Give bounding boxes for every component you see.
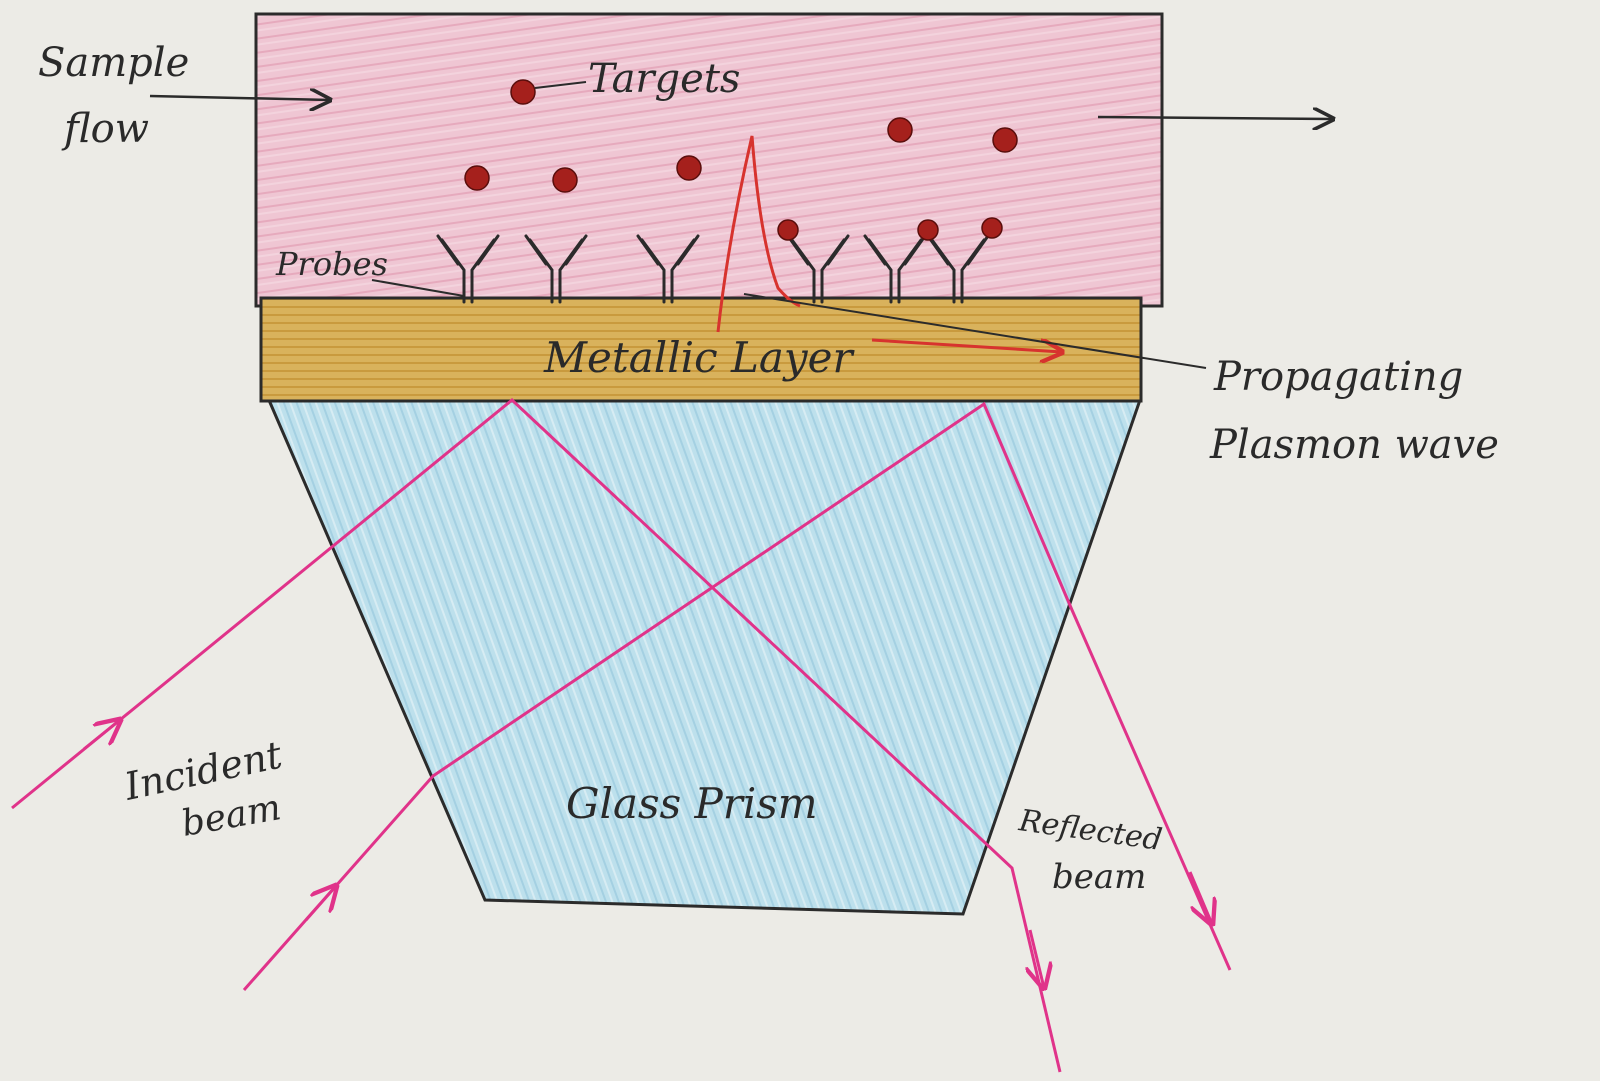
reflected-beam-upper-arrow bbox=[1030, 929, 1044, 988]
target bbox=[510, 79, 536, 105]
target bbox=[552, 167, 578, 193]
probe bbox=[926, 234, 990, 304]
plasmon-label-line1: Propagating bbox=[1213, 354, 1463, 400]
reflected-beam-lower-arrow bbox=[1188, 871, 1212, 924]
probes bbox=[436, 234, 990, 304]
target bbox=[464, 165, 490, 191]
sample-flow-in-arrow bbox=[149, 96, 330, 100]
sample-flow-out-arrow bbox=[1097, 117, 1333, 119]
reflected-beam-label-line1: Reflected bbox=[1016, 803, 1164, 858]
plasmon-wave-arrow bbox=[871, 338, 1062, 352]
probe bbox=[524, 234, 588, 304]
evanescent-field-curve bbox=[716, 135, 801, 333]
targets-pointer bbox=[534, 81, 587, 89]
target bbox=[917, 219, 939, 241]
probe bbox=[863, 234, 927, 304]
plasmon-pointer bbox=[743, 293, 1207, 369]
incident-beam-lower bbox=[242, 401, 1232, 991]
targets-bound bbox=[777, 217, 1003, 241]
probes-pointer bbox=[371, 279, 465, 297]
probe bbox=[636, 234, 700, 304]
plasmon-label-line2: Plasmon wave bbox=[1209, 422, 1499, 468]
sample-chamber bbox=[254, 12, 1164, 308]
metallic-layer bbox=[259, 296, 1143, 403]
target bbox=[676, 155, 702, 181]
beams bbox=[11, 398, 1232, 1073]
sample-flow-label-line2: flow bbox=[61, 106, 149, 152]
probe bbox=[786, 234, 850, 304]
target bbox=[777, 219, 799, 241]
target bbox=[992, 127, 1018, 153]
sample-flow-label-line1: Sample bbox=[38, 40, 189, 86]
incident-beam-label-line2: beam bbox=[178, 787, 284, 845]
incident-beam-upper-arrow bbox=[83, 720, 120, 751]
glass-prism-label: Glass Prism bbox=[566, 779, 818, 828]
targets-free bbox=[464, 79, 1018, 193]
metallic-layer-label: Metallic Layer bbox=[543, 333, 855, 382]
probes-label: Probes bbox=[275, 245, 388, 283]
target bbox=[887, 117, 913, 143]
reflected-beam-label-line2: beam bbox=[1052, 857, 1146, 897]
targets-label: Targets bbox=[588, 56, 740, 102]
target bbox=[981, 217, 1003, 239]
incident-beam-lower-arrow bbox=[304, 886, 336, 921]
probe bbox=[436, 234, 500, 304]
